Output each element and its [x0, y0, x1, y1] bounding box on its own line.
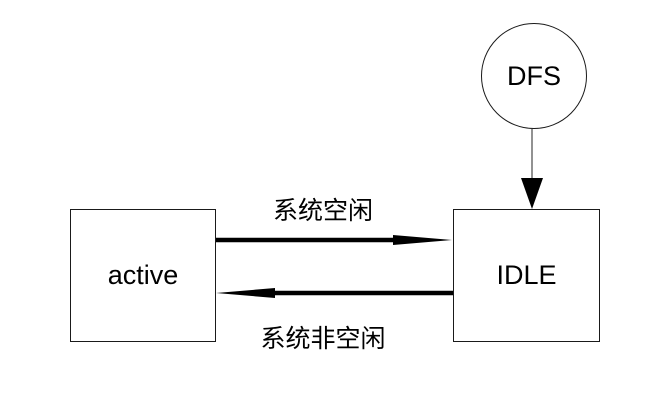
- node-dfs: DFS: [481, 23, 587, 129]
- node-idle: IDLE: [453, 209, 600, 342]
- node-active: active: [70, 209, 216, 342]
- node-active-label: active: [107, 260, 179, 290]
- node-idle-label: IDLE: [496, 260, 557, 290]
- arrowhead-right-icon: [393, 235, 452, 245]
- edge-label-system-not-idle: 系统非空闲: [260, 325, 386, 353]
- arrowhead-down-icon: [521, 178, 543, 209]
- arrowhead-left-icon: [216, 288, 275, 298]
- edge-label-system-idle: 系统空闲: [272, 197, 373, 225]
- node-dfs-label: DFS: [507, 60, 561, 91]
